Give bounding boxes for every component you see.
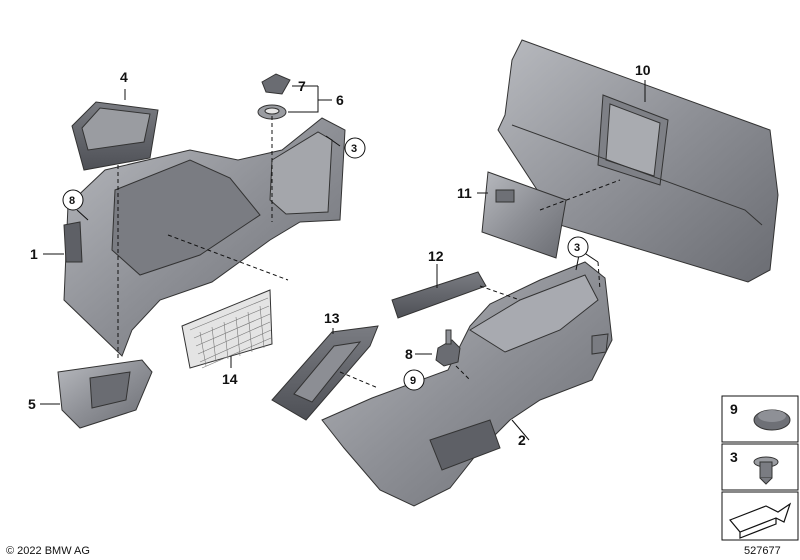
assembly-lines <box>117 116 621 389</box>
part-5-bracket <box>57 359 153 429</box>
callout-5: 5 <box>28 396 36 412</box>
callout-3-circled: 3 <box>344 137 366 159</box>
part-7-clip <box>261 73 291 95</box>
svg-text:9: 9 <box>410 375 416 387</box>
callout-14: 14 <box>222 371 238 387</box>
callout-8-circled: 8 <box>62 189 84 211</box>
legend-panel: 9 3 <box>721 395 799 541</box>
part-1-left-side-trim <box>63 117 346 357</box>
legend-9-label: 9 <box>730 401 738 417</box>
part-4-storage-tray <box>71 101 159 171</box>
callout-7: 7 <box>298 78 306 94</box>
legend-9-plug-icon <box>753 409 791 431</box>
copyright-text: © 2022 BMW AG <box>6 545 90 557</box>
diagram-number: 527677 <box>744 545 781 557</box>
legend-3-label: 3 <box>730 449 738 465</box>
callout-labels: 1 2 3 3 4 5 6 7 8 8 9 10 11 12 13 14 <box>28 62 651 448</box>
svg-text:3: 3 <box>574 242 580 254</box>
callout-2: 2 <box>518 432 526 448</box>
callout-8: 8 <box>405 346 413 362</box>
legend-arrow-icon <box>729 502 792 539</box>
callout-11: 11 <box>457 185 472 201</box>
callout-9-circled: 9 <box>403 369 425 391</box>
callout-1: 1 <box>30 246 38 262</box>
callout-6: 6 <box>336 92 344 108</box>
part-11-cover-flap <box>481 171 567 259</box>
part-12-strip <box>391 271 487 319</box>
callout-3-circled-right: 3 <box>567 236 589 258</box>
part-2-right-side-trim <box>321 261 613 507</box>
svg-text:3: 3 <box>351 143 357 155</box>
part-8-bolt <box>435 329 461 367</box>
legend-3-clip-icon <box>753 456 779 485</box>
leader-lines <box>40 80 646 441</box>
callout-13: 13 <box>324 310 340 326</box>
part-13-cover <box>271 325 379 421</box>
callout-10: 10 <box>635 62 651 78</box>
part-6-grommet <box>257 104 287 120</box>
callout-4: 4 <box>120 69 128 85</box>
part-10-rear-trim-panel <box>497 39 779 283</box>
part-14-luggage-net <box>181 289 273 369</box>
callout-12: 12 <box>428 248 444 264</box>
svg-text:8: 8 <box>69 195 75 207</box>
